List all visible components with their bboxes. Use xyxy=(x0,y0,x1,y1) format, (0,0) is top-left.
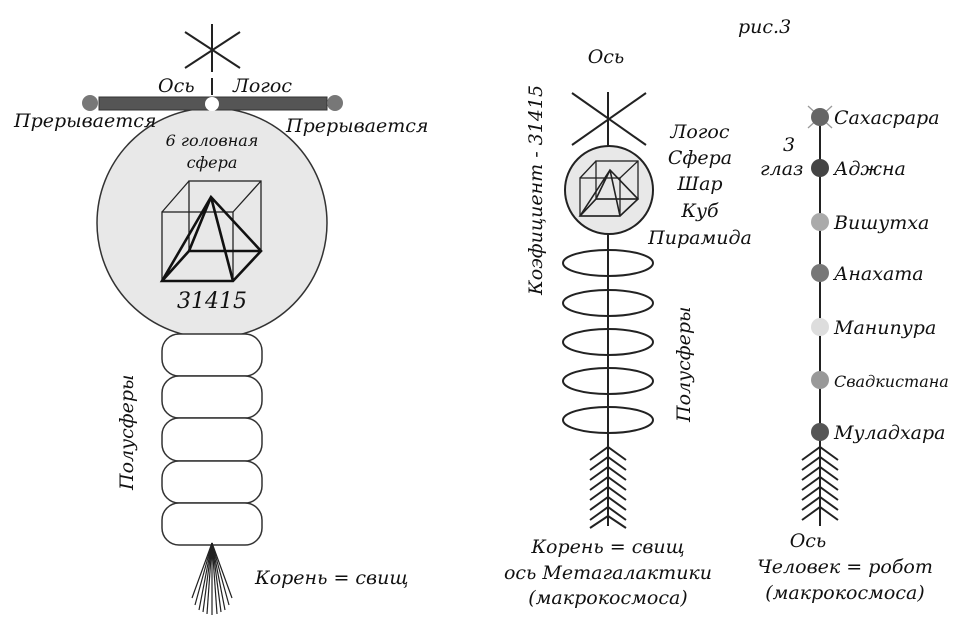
chakra-label: Аджна xyxy=(832,158,906,180)
chakra-dot xyxy=(811,213,829,231)
small-cube-pyramid-icon xyxy=(578,160,640,217)
chakra-dot xyxy=(811,371,829,389)
stack-label-cube: Куб xyxy=(680,200,719,222)
chevron-root-icon xyxy=(589,445,627,529)
chakra-label: Сахасрара xyxy=(834,107,940,129)
right-diagram: СахасрараАджнаВишутхаАнахатаМанипураСвад… xyxy=(757,105,949,604)
middle-sphere xyxy=(564,145,654,235)
hemispheres-stack xyxy=(161,333,263,546)
middle-hemispheres-label: Полусферы xyxy=(673,306,695,423)
chakra-label: Муладхара xyxy=(833,422,945,444)
coefficient-label: Коэфициент - 31415 xyxy=(525,85,547,296)
middle-caption-1: Корень = свищ xyxy=(530,536,684,558)
third-eye-number: 3 xyxy=(783,134,795,156)
sphere-number: 31415 xyxy=(177,289,247,314)
left-logos-label: Логос xyxy=(232,75,292,97)
left-hemispheres-label: Полусферы xyxy=(116,374,138,491)
chakra-label: Вишутха xyxy=(833,212,929,234)
bar-end-left xyxy=(82,95,98,111)
chakra-dot xyxy=(811,159,829,177)
middle-caption-2: ось Метагалактики xyxy=(504,562,712,584)
chakra-dot xyxy=(811,108,829,126)
hemisphere-ellipses xyxy=(562,249,654,434)
left-axis-label: Ось xyxy=(158,75,195,97)
figure-label: рис.3 xyxy=(738,16,791,38)
chakra-list: СахасрараАджнаВишутхаАнахатаМанипураСвад… xyxy=(811,107,949,444)
cube-pyramid-icon xyxy=(159,180,263,283)
middle-axis-label: Ось xyxy=(588,46,625,68)
chakra-dot xyxy=(811,264,829,282)
interrupted-right-label: Прерывается xyxy=(285,115,428,137)
logos-asterisk-icon xyxy=(184,24,241,95)
chevron-root-icon xyxy=(801,445,839,521)
third-eye-label: глаз xyxy=(760,158,803,180)
stack-label-sphere: Сфера xyxy=(668,147,732,169)
stack-label-ball: Шар xyxy=(676,173,722,195)
middle-diagram: рис.3 Ось Логос Сфера Шар Куб Пирамида К… xyxy=(504,16,791,609)
right-caption-2: Человек = робот xyxy=(757,556,933,578)
left-diagram: Ось Логос Прерывается Прерывается 6 голо… xyxy=(13,24,428,615)
left-root-label: Корень = свищ xyxy=(254,567,408,589)
middle-caption-3: (макрокосмоса) xyxy=(528,587,687,609)
stack-label-logos: Логос xyxy=(670,121,730,143)
chakra-dot xyxy=(811,423,829,441)
chakra-dot xyxy=(811,318,829,336)
right-caption-1: Ось xyxy=(790,530,827,552)
stack-label-pyramid: Пирамида xyxy=(647,227,752,249)
chakra-label: Манипура xyxy=(833,317,936,339)
chakra-label: Свадкистана xyxy=(834,372,949,391)
asterisk-icon xyxy=(571,92,647,146)
right-caption-3: (макрокосмоса) xyxy=(765,582,924,604)
axis-point xyxy=(205,97,219,111)
sphere-title-2: сфера xyxy=(187,153,238,172)
chakra-label: Анахата xyxy=(832,263,924,285)
interrupted-left-label: Прерывается xyxy=(13,110,156,132)
bar-end-right xyxy=(327,95,343,111)
sphere-title-1: 6 головная xyxy=(166,131,259,150)
root-fan-icon xyxy=(191,542,233,615)
